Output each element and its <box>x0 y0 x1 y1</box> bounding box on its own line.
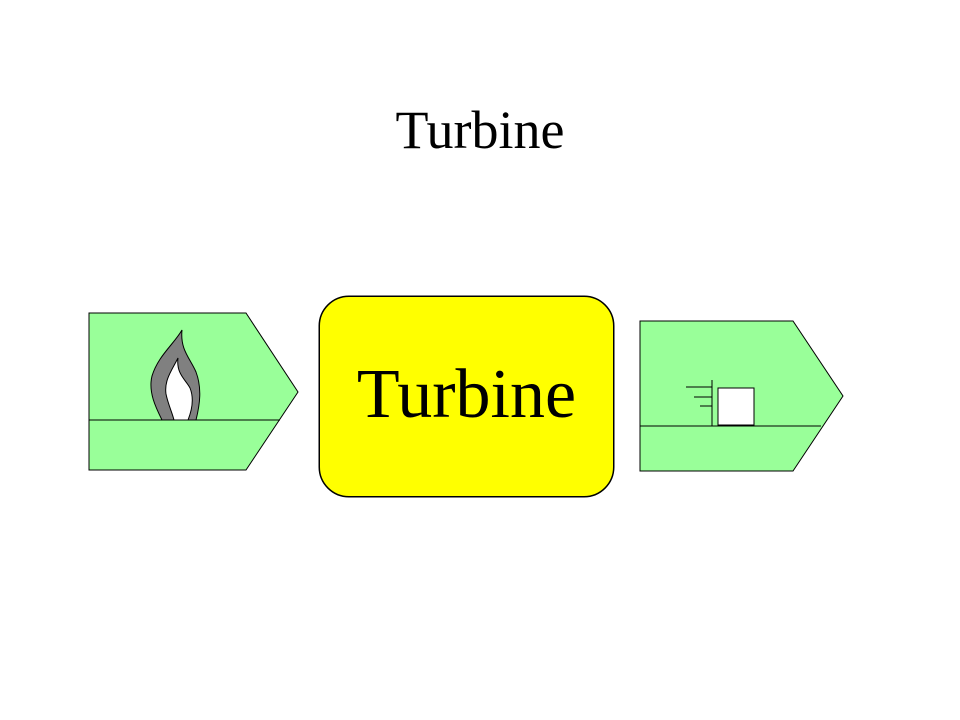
turbine-label: Turbine <box>356 355 577 433</box>
flame-icon <box>150 329 201 421</box>
turbine-box: Turbine <box>319 296 614 497</box>
moving-box-icon <box>686 380 755 426</box>
slide-title: Turbine <box>395 100 565 160</box>
